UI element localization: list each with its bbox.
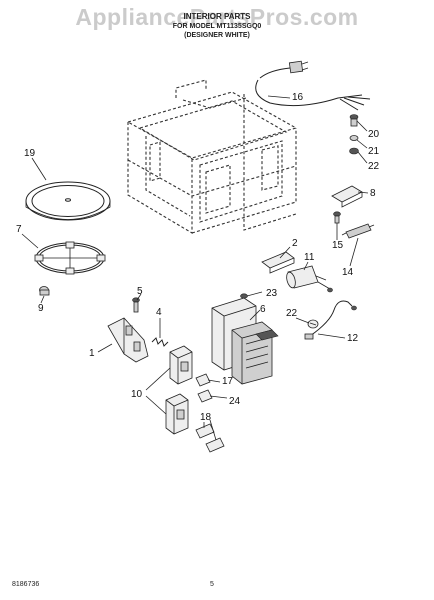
page-number: 5 xyxy=(210,581,214,588)
power-cord xyxy=(255,60,371,111)
callout-22-middle: 22 xyxy=(286,308,298,319)
switch-upper xyxy=(169,345,193,385)
callout-19: 19 xyxy=(24,148,36,159)
callout-24: 24 xyxy=(229,396,241,407)
callout-16: 16 xyxy=(292,92,304,103)
lever-18 xyxy=(195,423,225,453)
diagram-title: INTERIOR PARTS xyxy=(183,12,251,21)
callout-6: 6 xyxy=(260,304,266,315)
callout-10: 10 xyxy=(131,389,143,400)
screw-5 xyxy=(132,297,140,313)
roller-ring xyxy=(34,241,106,275)
latch-bracket xyxy=(107,317,149,363)
microwave-cavity xyxy=(126,79,298,234)
bracket-2 xyxy=(261,251,295,274)
switch-lower xyxy=(165,393,189,435)
lever-24 xyxy=(197,389,213,403)
screw-group-upper xyxy=(349,114,359,155)
callout-23: 23 xyxy=(266,288,278,299)
wire-harness xyxy=(304,300,357,340)
leader-lines xyxy=(21,95,369,441)
callout-7: 7 xyxy=(16,224,22,235)
turntable-hub xyxy=(39,286,50,296)
callout-12: 12 xyxy=(347,333,359,344)
callout-8: 8 xyxy=(370,188,376,199)
turntable-tray xyxy=(25,181,111,221)
callout-22-upper: 22 xyxy=(368,161,380,172)
spring-4 xyxy=(151,337,169,347)
callout-20: 20 xyxy=(368,129,380,140)
callout-5: 5 xyxy=(137,286,143,297)
watermark: AppliancePartsPros.com xyxy=(75,4,359,30)
bracket-8 xyxy=(331,185,363,208)
screw-22-middle xyxy=(307,319,319,329)
callout-15: 15 xyxy=(332,240,344,251)
callout-18: 18 xyxy=(200,412,212,423)
transformer xyxy=(211,297,279,385)
callout-14: 14 xyxy=(342,267,354,278)
screw-23 xyxy=(240,293,248,299)
capacitor xyxy=(286,265,333,293)
screw-15 xyxy=(333,211,341,224)
callout-2: 2 xyxy=(292,238,298,249)
color-line: (DESIGNER WHITE) xyxy=(184,32,250,39)
document-code: 8186736 xyxy=(12,581,40,588)
thermal-fuse xyxy=(341,223,375,239)
callout-labels: 1 2 4 5 6 7 8 9 10 11 12 14 15 16 17 18 … xyxy=(16,92,380,423)
callout-1: 1 xyxy=(89,348,95,359)
model-line: FOR MODEL MT1135SGQ0 xyxy=(172,23,262,30)
callout-11: 11 xyxy=(304,252,315,263)
callout-9: 9 xyxy=(38,303,44,314)
callout-21: 21 xyxy=(368,146,380,157)
callout-4: 4 xyxy=(156,307,162,318)
lever-17 xyxy=(195,373,211,387)
callout-17: 17 xyxy=(222,376,234,387)
